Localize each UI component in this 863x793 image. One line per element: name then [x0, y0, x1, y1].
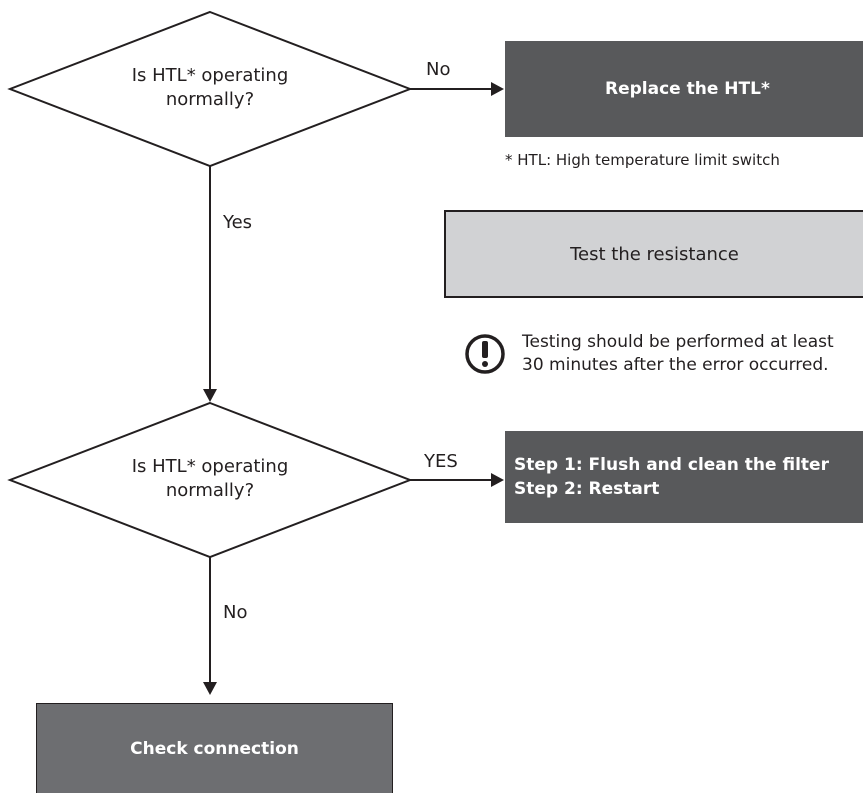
edge-label-d1-no: No: [426, 59, 451, 80]
warning-note: Testing should be performed at least 30 …: [522, 331, 834, 377]
test-resistance-label: Test the resistance: [570, 243, 739, 265]
step-2-label: Step 2: Restart: [514, 479, 660, 499]
edge-label-d1-yes: Yes: [223, 212, 253, 233]
decision-1-text: Is HTL* operating normally?: [110, 64, 310, 112]
decision-2-line1: Is HTL* operating: [131, 456, 289, 477]
check-connection-label: Check connection: [130, 738, 299, 759]
check-connection-box: Check connection: [36, 703, 393, 793]
edge-label-d2-no: No: [223, 602, 248, 623]
warning-line2: 30 minutes after the error occurred.: [522, 355, 829, 375]
arrow-head-d1-yes: [203, 389, 217, 402]
decision-2-line2: normally?: [165, 480, 255, 501]
decision-1-line1: Is HTL* operating: [131, 65, 289, 86]
steps-box: Step 1: Flush and clean the filter Step …: [505, 431, 863, 523]
exclamation-circle-icon: [465, 334, 505, 374]
decision-2-text: Is HTL* operating normally?: [110, 455, 310, 503]
warning-line1: Testing should be performed at least: [522, 332, 834, 352]
htl-footnote: * HTL: High temperature limit switch: [505, 151, 780, 169]
replace-htl-box: Replace the HTL*: [505, 41, 863, 137]
arrow-head-d1-no: [491, 82, 504, 96]
replace-htl-label: Replace the HTL*: [605, 79, 770, 99]
arrow-head-d2-yes: [491, 473, 504, 487]
arrow-head-d2-no: [203, 682, 217, 695]
decision-1-line2: normally?: [165, 89, 255, 110]
step-1-label: Step 1: Flush and clean the filter: [514, 455, 829, 475]
edge-label-d2-yes: YES: [424, 451, 458, 472]
test-resistance-box: Test the resistance: [444, 210, 863, 298]
